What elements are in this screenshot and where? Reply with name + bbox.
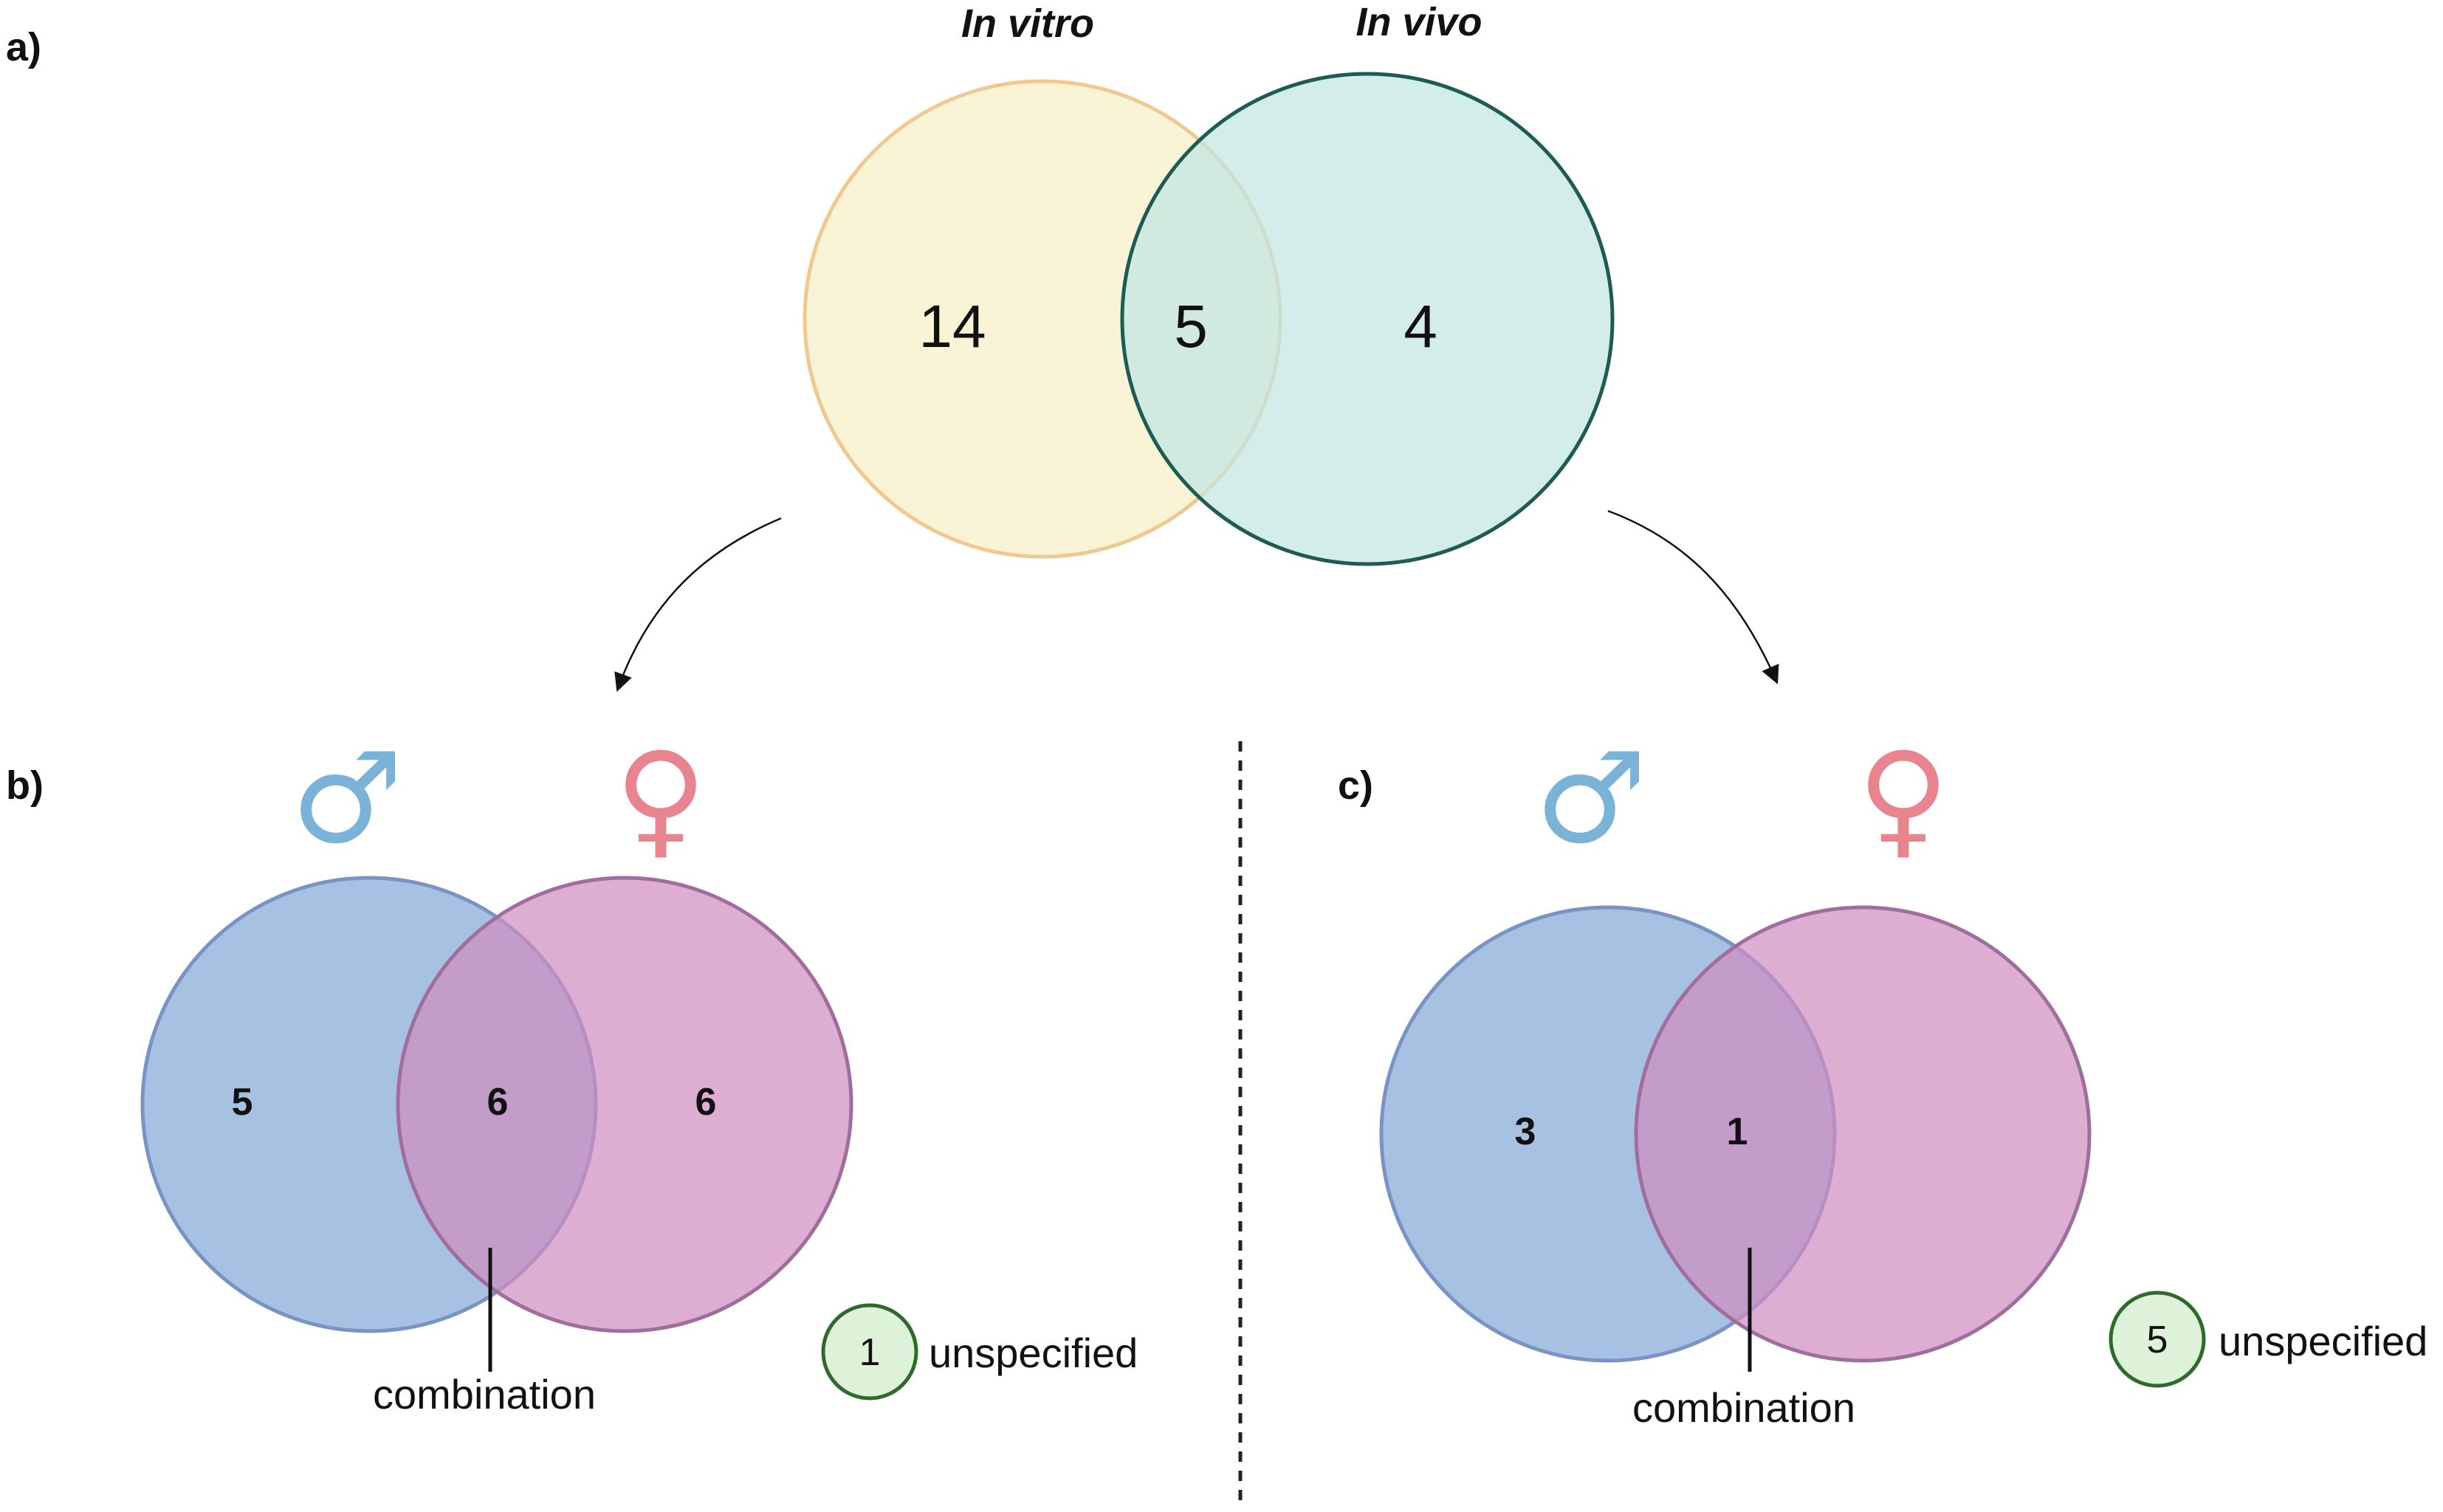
male-icon: ♂ [1535, 726, 1647, 872]
male-only-count: 5 [232, 1081, 253, 1124]
unspecified-count: 1 [859, 1331, 881, 1374]
unspecified-count: 5 [2147, 1319, 2168, 1361]
panel-c-label: c) [1338, 763, 1373, 808]
svg-text:♀: ♀ [1858, 726, 1950, 872]
male-icon: ♂ [291, 726, 403, 872]
arrow-to-panel-c [1607, 509, 1779, 684]
combination-caption: combination [373, 1371, 596, 1418]
male-female-overlap-count: 1 [1727, 1110, 1748, 1153]
panel-c: c) ♂ ♀ 3 1 combination 5 unspecified [1338, 726, 2427, 1431]
female-only-count: 6 [695, 1081, 717, 1124]
unspecified-badge [821, 1303, 918, 1401]
in-vitro-only-count: 14 [918, 293, 986, 360]
male-only-count: 3 [1515, 1110, 1536, 1153]
arrow-to-panel-b [614, 517, 782, 693]
panel-a-label: a) [6, 25, 41, 69]
in-vivo-title: In vivo [1355, 0, 1482, 44]
combination-caption: combination [1632, 1384, 1855, 1431]
female-circle [396, 876, 853, 1333]
panel-a: a) In vitro In vivo 14 5 4 [6, 0, 1615, 566]
in-vivo-only-count: 4 [1403, 293, 1437, 360]
in-vitro-title: In vitro [961, 1, 1094, 46]
svg-text:♂: ♂ [1535, 726, 1647, 872]
panel-b-label: b) [6, 763, 44, 808]
unspecified-label: unspecified [2219, 1318, 2427, 1364]
svg-text:♀: ♀ [615, 726, 707, 872]
female-icon: ♀ [1858, 726, 1950, 872]
unspecified-label: unspecified [929, 1330, 1138, 1376]
male-female-overlap-count: 6 [487, 1081, 509, 1124]
in-vitro-in-vivo-overlap-count: 5 [1174, 293, 1208, 360]
svg-text:♂: ♂ [291, 726, 403, 872]
female-circle [1634, 905, 2092, 1363]
in-vivo-circle [1120, 72, 1615, 566]
unspecified-badge [2109, 1291, 2206, 1388]
panel-b: b) ♂ ♀ 5 6 6 combination 1 unspecified [6, 726, 1138, 1418]
female-icon: ♀ [615, 726, 707, 872]
